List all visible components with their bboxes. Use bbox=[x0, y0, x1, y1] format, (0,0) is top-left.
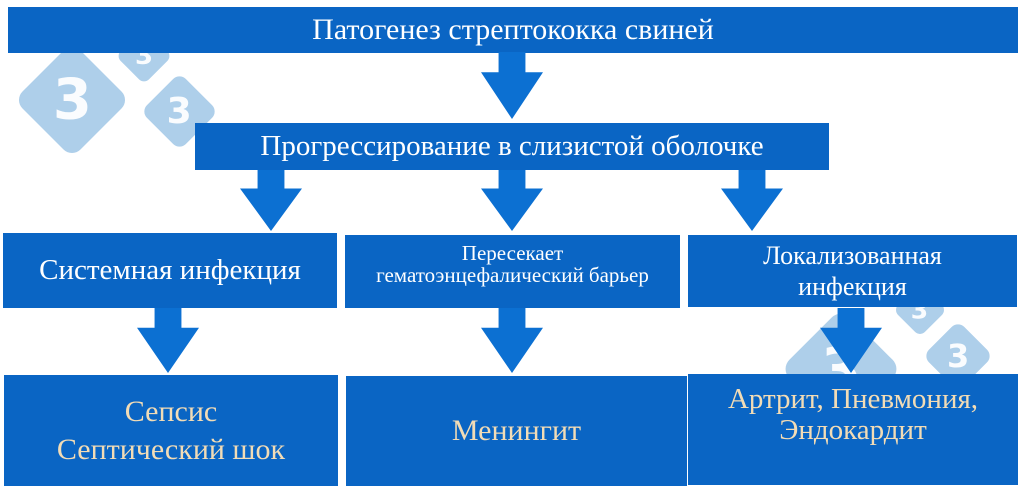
watermark-digit: 3 bbox=[166, 90, 193, 132]
systemic-infection-text: Системная инфекция bbox=[39, 253, 301, 286]
arrow-down-icon bbox=[240, 170, 302, 231]
arrow-down-icon bbox=[481, 170, 543, 231]
localized-infection-line1: Локализованная bbox=[763, 241, 942, 270]
arrow-down-icon bbox=[820, 308, 882, 373]
mucosa-progression-text: Прогрессирование в слизистой оболочке bbox=[260, 129, 764, 162]
sepsis-line1: Сепсис bbox=[124, 394, 218, 428]
bbb-crossing-line2: гематоэнцефалический барьер bbox=[376, 263, 649, 287]
meningitis-box: Менингит bbox=[346, 376, 687, 486]
localized-infection-box: Локализованная инфекция bbox=[688, 235, 1017, 307]
arrow-down-icon bbox=[481, 308, 543, 373]
systemic-infection-box: Системная инфекция bbox=[3, 233, 337, 308]
watermark-digit: 3 bbox=[946, 336, 970, 375]
bbb-crossing-box: Пересекает гематоэнцефалический барьер bbox=[345, 235, 680, 308]
sepsis-line2: Септический шок bbox=[56, 432, 286, 466]
title-box: Патогенез стрептококка свиней bbox=[8, 7, 1018, 53]
sepsis-box: Сепсис Септический шок bbox=[4, 375, 338, 486]
bbb-crossing-line1: Пересекает bbox=[461, 241, 564, 265]
arthritis-line2: Эндокардит bbox=[779, 414, 927, 446]
title-text: Патогенез стрептококка свиней bbox=[312, 12, 714, 46]
mucosa-progression-box: Прогрессирование в слизистой оболочке bbox=[195, 123, 829, 170]
arthritis-line1: Артрит, Пневмония, bbox=[727, 383, 979, 415]
arrow-down-icon bbox=[137, 308, 199, 373]
pig333-watermark-diamond: 3 bbox=[14, 42, 130, 158]
arrow-down-icon bbox=[721, 170, 783, 231]
localized-infection-line2: инфекция bbox=[798, 272, 907, 301]
meningitis-text: Менингит bbox=[451, 413, 582, 447]
arrow-down-icon bbox=[481, 52, 543, 119]
arthritis-pneumonia-endocarditis-box: Артрит, Пневмония, Эндокардит bbox=[688, 374, 1018, 485]
watermark-digit: 3 bbox=[52, 67, 92, 132]
